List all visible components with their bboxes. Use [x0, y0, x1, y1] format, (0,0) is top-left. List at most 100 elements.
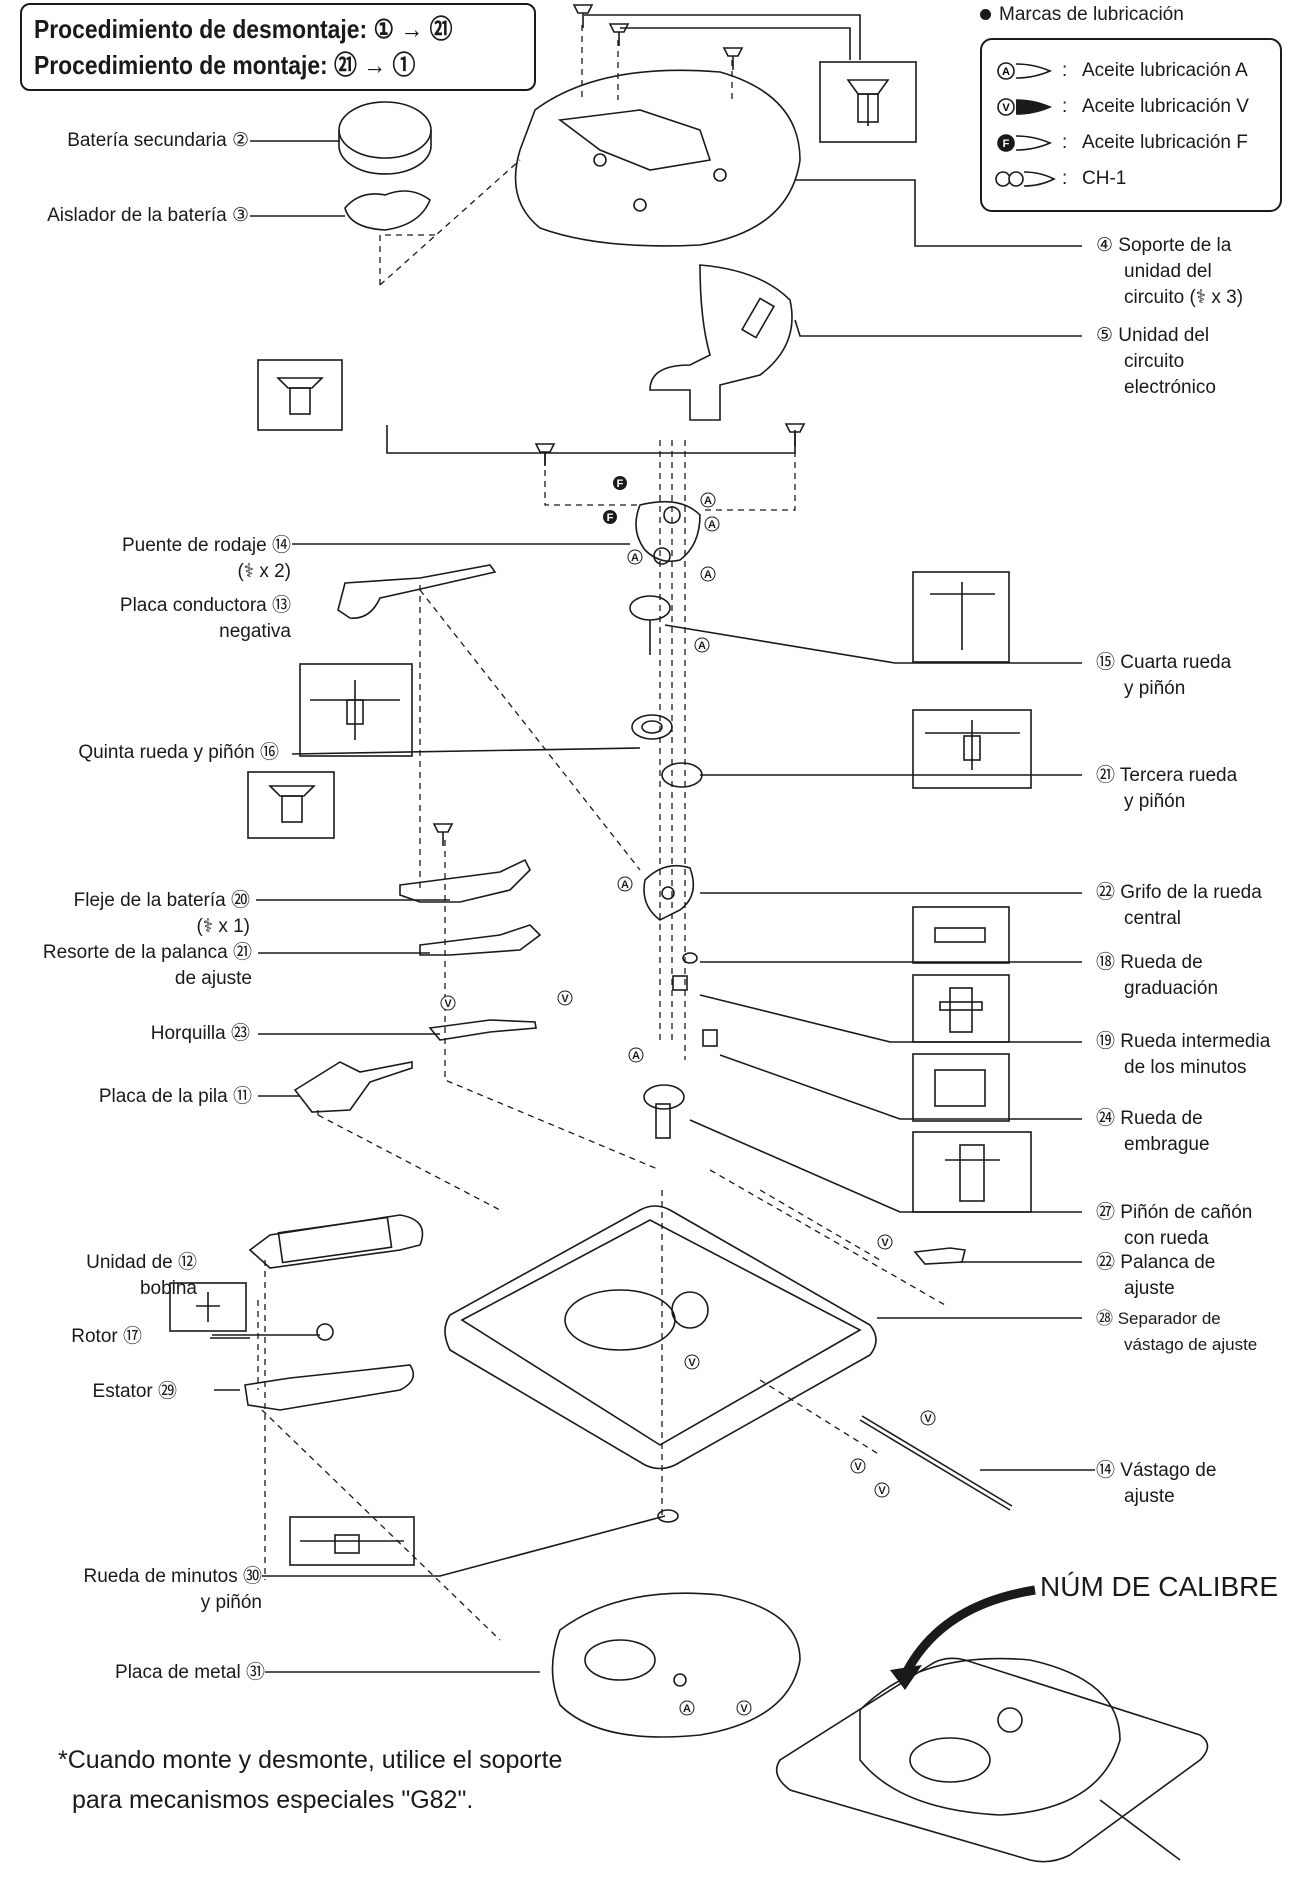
wheel-detail-box — [169, 1282, 247, 1332]
calibre-movement — [775, 1657, 1209, 1863]
legend-item-f: F:Aceite lubricación F — [994, 128, 1248, 158]
train-wheel-bridge — [635, 500, 701, 565]
lubrication-mark-f: F — [613, 476, 627, 490]
battery-plate — [293, 1061, 413, 1113]
screw — [608, 23, 630, 46]
center-wheel-bridge — [643, 864, 695, 921]
stator — [244, 1364, 415, 1411]
svg-text:V: V — [878, 1485, 886, 1497]
svg-text:V: V — [561, 993, 569, 1005]
svg-text:V: V — [688, 1357, 696, 1369]
label-battery-plate: Placa de la pila ⑪ — [98, 1086, 252, 1107]
screw — [534, 443, 556, 466]
bullet-icon — [980, 9, 991, 21]
fourth-wheel — [629, 595, 671, 655]
svg-text:V: V — [854, 1461, 862, 1473]
svg-text:V: V — [444, 998, 452, 1010]
grease-ch1-icon — [995, 171, 1056, 187]
footnote: *Cuando monte y desmonte, utilice el sop… — [58, 1746, 563, 1814]
setting-stem — [859, 1415, 1013, 1511]
calibre-number-label: NÚM DE CALIBRE — [1040, 1571, 1279, 1602]
label-secondary-battery: Batería secundaria ② — [67, 130, 249, 151]
lubrication-mark-v: V — [877, 1234, 893, 1250]
wheel-detail-box — [289, 1516, 415, 1566]
svg-text:A: A — [1002, 66, 1010, 78]
screw-detail-box — [257, 359, 343, 431]
fifth-wheel — [631, 714, 673, 740]
calibre-arrow — [900, 1585, 1036, 1678]
svg-text:V: V — [740, 1703, 748, 1715]
svg-text:V: V — [924, 1413, 932, 1425]
setting-lever — [913, 1247, 966, 1265]
legend-title: Marcas de lubricación — [980, 4, 1184, 26]
lubrication-mark-v: V — [874, 1482, 890, 1498]
lubrication-mark-v: V — [736, 1700, 752, 1716]
label-metal-plate: Placa de metal ㉛ — [115, 1662, 265, 1683]
wheel-detail-box — [912, 906, 1010, 964]
svg-text:F: F — [1003, 138, 1010, 150]
label-battery-insulator: Aislador de la batería ③ — [47, 205, 249, 226]
legend-item-ch1: :CH-1 — [994, 164, 1126, 194]
lubrication-mark-a: A — [627, 549, 643, 565]
lubrication-mark-a: A — [628, 1047, 644, 1063]
wheel-detail-box — [299, 663, 413, 757]
assembly-procedure: Procedimiento de montaje: ㉑ → ① — [34, 50, 416, 80]
minute-intermediate-wheel — [672, 975, 688, 991]
lubrication-mark-v: V — [557, 990, 573, 1006]
svg-text:A: A — [683, 1703, 691, 1715]
label-battery-spring: Fleje de la batería ⑳(⚕ x 1) — [73, 890, 250, 937]
cannon-pinion — [643, 1084, 685, 1139]
lubrication-mark-a: A — [617, 876, 633, 892]
label-train-wheel-bridge: Puente de rodaje ⑭(⚕ x 2) — [121, 535, 291, 582]
yoke — [428, 1019, 537, 1041]
label-stator: Estator ㉙ — [92, 1381, 177, 1402]
wheel-detail-box — [912, 1053, 1010, 1122]
svg-text:A: A — [698, 640, 706, 652]
minute-wheel — [657, 1509, 679, 1523]
svg-text:A: A — [631, 552, 639, 564]
legend-item-a: A:Aceite lubricación A — [994, 56, 1248, 86]
svg-text:F: F — [617, 478, 624, 490]
wheel-detail-box — [912, 709, 1032, 789]
rotor — [316, 1323, 334, 1341]
wheel-detail-box — [912, 974, 1010, 1043]
screw — [722, 47, 744, 70]
negative-conductor-plate — [337, 564, 497, 619]
screw-detail-box — [819, 61, 917, 143]
screw — [784, 423, 806, 446]
wheel-detail-box — [912, 571, 1010, 663]
lubrication-mark-v: V — [850, 1458, 866, 1474]
legend-item-v: V:Aceite lubricación V — [994, 92, 1249, 122]
screw-detail-box — [247, 771, 335, 839]
screw — [432, 823, 454, 846]
label-yoke: Horquilla ㉓ — [150, 1023, 250, 1044]
lubrication-mark-v: V — [920, 1410, 936, 1426]
lubrication-mark-a: A — [694, 637, 710, 653]
label-fifth-wheel: Quinta rueda y piñón ⑯ — [78, 742, 279, 763]
circuit-support-plate — [514, 69, 801, 247]
lubrication-legend: A:Aceite lubricación A V:Aceite lubricac… — [980, 38, 1282, 212]
lubrication-mark-f: F — [603, 510, 617, 524]
battery-spring — [399, 858, 531, 903]
setting-lever-spring — [419, 924, 542, 956]
svg-text:V: V — [881, 1237, 889, 1249]
screw — [572, 4, 594, 28]
svg-text:A: A — [704, 495, 712, 507]
svg-text:V: V — [1002, 102, 1010, 114]
label-rotor: Rotor ⑰ — [71, 1326, 142, 1347]
oil-a-icon: A — [997, 62, 1052, 80]
lubrication-mark-a: A — [700, 492, 716, 508]
